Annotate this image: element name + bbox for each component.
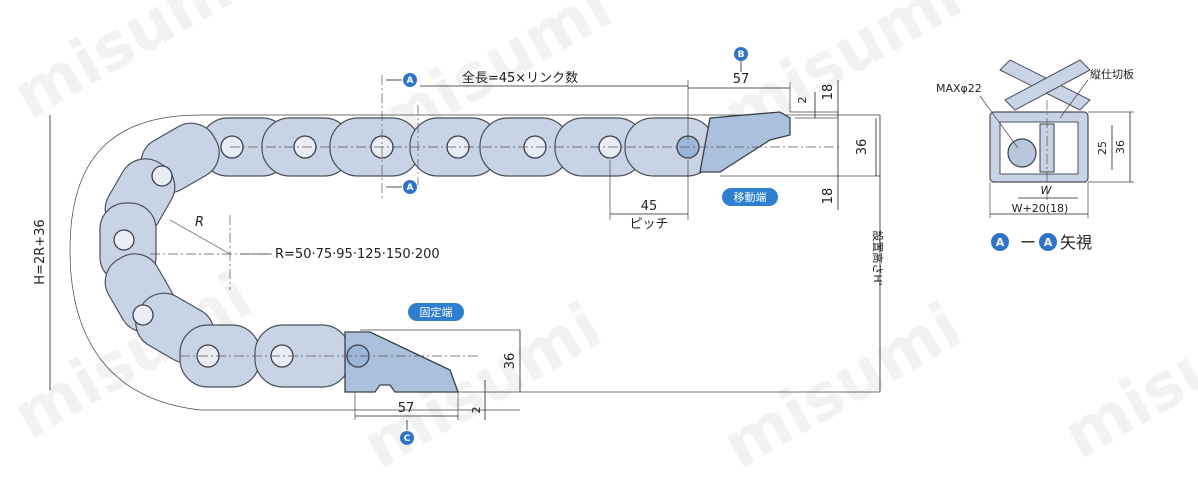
badge-b-label: B	[738, 50, 745, 60]
link-pin	[132, 304, 154, 326]
dim-57-top: 57	[733, 72, 750, 87]
fixed-end-bracket	[344, 331, 459, 393]
install-height-label: 設置高さH'	[871, 230, 885, 285]
radius-line	[169, 219, 231, 255]
watermark-text: misumi	[1, 0, 264, 134]
fixed-end-tag	[408, 303, 464, 321]
badge-a-icon	[403, 73, 417, 87]
watermark-text: misumi	[711, 289, 974, 484]
view-title: 矢視	[1060, 233, 1092, 252]
section-inner	[999, 121, 1079, 175]
leader-line	[1059, 79, 1089, 119]
dim-2-bottom: 2	[470, 407, 483, 414]
dim-2-top: 2	[796, 97, 809, 104]
section-marker-a-bottom: A	[386, 180, 417, 194]
w20-label: W+20(18)	[1012, 202, 1069, 215]
max-diameter-label: MAXφ22	[936, 82, 982, 95]
pitch-value: 45	[641, 199, 658, 214]
dim-18-top: 18	[821, 84, 836, 101]
link-pin	[151, 165, 173, 187]
moving-end-label: 移動端	[734, 190, 767, 204]
radius-symbol: R	[195, 215, 204, 230]
moving-end-tag	[722, 188, 778, 206]
badge-a-icon	[991, 233, 1009, 251]
dim-36-fixed: 36	[503, 353, 518, 370]
pitch-label: ピッチ	[629, 217, 668, 232]
dim-18-bottom: 18	[821, 188, 836, 205]
badge-a-icon	[1039, 233, 1057, 251]
total-length-label: 全長=45×リンク数	[462, 70, 578, 86]
w-label: W	[1041, 184, 1053, 197]
partition-label: 縦仕切板	[1090, 67, 1134, 81]
dim-25-label: 25	[1096, 141, 1109, 155]
link-pin	[113, 229, 135, 251]
badge-b-icon	[734, 47, 748, 61]
watermark-text: misumi	[1051, 279, 1198, 474]
fixed-end-label: 固定端	[420, 305, 453, 319]
badge-a-label: A	[1044, 236, 1053, 249]
view-dash: ー	[1020, 233, 1036, 252]
badge-a-label: A	[407, 183, 414, 193]
upper-chain-run	[199, 117, 716, 177]
section-marker-a-top: A	[386, 73, 417, 87]
radius-values: R=50·75·95·125·150·200	[275, 247, 440, 262]
badge-c-icon	[400, 431, 414, 445]
badge-a-label: A	[996, 236, 1005, 249]
partition-brace	[1004, 59, 1091, 111]
bend-chain-section	[99, 122, 220, 364]
dim-36-label: 36	[1114, 140, 1127, 154]
badge-a-icon	[403, 180, 417, 194]
cable-max-icon	[1007, 138, 1037, 168]
section-view-a-a: MAXφ22 縦仕切板 W W+20(18) 25 36 A ー A 矢視	[936, 59, 1134, 252]
moving-end-bracket	[699, 111, 791, 173]
height-formula: H=2R+36	[33, 219, 48, 284]
dim-57-bottom: 57	[398, 401, 415, 416]
badge-a-label: A	[407, 76, 414, 86]
badge-c-label: C	[404, 434, 411, 444]
outer-envelope-line	[69, 114, 880, 411]
dim-36-right: 36	[855, 139, 870, 156]
leader-line	[979, 95, 1019, 149]
